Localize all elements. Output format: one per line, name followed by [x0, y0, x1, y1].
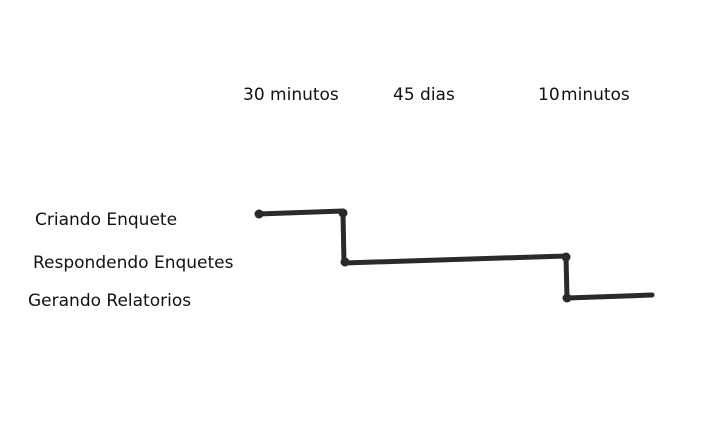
node-start — [254, 209, 264, 219]
segment-reporting — [564, 292, 655, 301]
segment-responding — [341, 253, 569, 266]
timeline-strokes — [255, 208, 655, 301]
drop-responding-to-reporting — [563, 254, 570, 301]
stage-label-responding: Respondendo Enquetes — [33, 253, 234, 273]
drop-creating-to-responding — [340, 210, 347, 266]
duration-label-responding: 45 dias — [393, 85, 455, 105]
node-responding-start — [340, 257, 350, 267]
stage-label-reporting: Gerando Relatorios — [28, 291, 192, 311]
node-creating-end — [338, 208, 348, 218]
node-reporting-start — [562, 293, 572, 303]
node-responding-end — [561, 252, 571, 262]
duration-label-reporting: 10 minutos — [538, 85, 630, 105]
duration-label-creating: 30 minutos — [243, 85, 339, 105]
timeline-nodes — [254, 208, 572, 303]
segment-creating — [255, 208, 346, 217]
stage-label-creating: Criando Enquete — [35, 210, 178, 230]
